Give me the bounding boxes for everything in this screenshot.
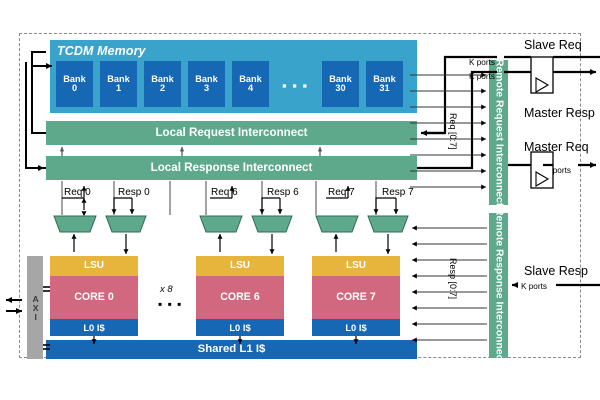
port-label-resp-6: Resp 6 xyxy=(267,187,299,198)
port-label-resp-0: Resp 0 xyxy=(118,187,150,198)
port-label-req-7: Req 7 xyxy=(328,187,355,198)
bank-30-name: Bank xyxy=(329,73,352,84)
axi-label: AXI xyxy=(30,294,41,321)
bank-3-name: Bank xyxy=(195,73,218,84)
core-0-l0-icache: L0 I$ xyxy=(50,319,138,336)
slave-req-label: Slave Req xyxy=(524,38,582,52)
remote-response-interconnect: Remote Response Interconnect xyxy=(489,208,508,363)
remote-response-interconnect-label: Remote Response Interconnect xyxy=(493,207,505,364)
bank-0-index: 0 xyxy=(71,83,78,93)
bank-30: Bank 30 xyxy=(322,61,359,107)
bank-31: Bank 31 xyxy=(366,61,403,107)
k-ports-master-resp-label: K ports xyxy=(469,72,495,81)
port-label-req-6: Req 6 xyxy=(211,187,238,198)
core-0-lsu: LSU xyxy=(50,256,138,276)
bank-2-index: 2 xyxy=(159,83,166,93)
remote-request-interconnect: Remote Request Interconnect xyxy=(489,58,508,207)
core-0-core: CORE 0 xyxy=(50,276,138,319)
port-label-resp-7: Resp 7 xyxy=(382,187,414,198)
bank-30-index: 30 xyxy=(335,83,346,93)
bank-1-name: Bank xyxy=(107,73,130,84)
k-ports-slave-resp-label: K ports xyxy=(521,282,547,291)
bank-3-index: 3 xyxy=(203,83,210,93)
bank-4-index: 4 xyxy=(247,83,254,93)
bank-2-name: Bank xyxy=(151,73,174,84)
core-6-core: CORE 6 xyxy=(196,276,284,319)
core-6-lsu: LSU xyxy=(196,256,284,276)
k-ports-master-req-label: K ports xyxy=(545,166,571,175)
k-ports-slave-req-label: K ports xyxy=(469,58,495,67)
bank-0-name: Bank xyxy=(63,73,86,84)
local-response-interconnect: Local Response Interconnect xyxy=(46,156,417,180)
bank-1: Bank 1 xyxy=(100,61,137,107)
bank-31-index: 31 xyxy=(379,83,390,93)
core-7-lsu: LSU xyxy=(312,256,400,276)
master-resp-label: Master Resp xyxy=(524,106,595,120)
bank-4-name: Bank xyxy=(239,73,262,84)
port-label-req-0: Req 0 xyxy=(64,187,91,198)
core-7-core: CORE 7 xyxy=(312,276,400,319)
slave-resp-label: Slave Resp xyxy=(524,264,588,278)
bank-0: Bank 0 xyxy=(56,61,93,107)
local-request-interconnect: Local Request Interconnect xyxy=(46,121,417,145)
bank-ellipsis: ▪ ▪ ▪ xyxy=(282,78,309,93)
bank-1-index: 1 xyxy=(115,83,122,93)
axi-interface: AXI xyxy=(27,256,43,359)
resp-bus-label: Resp [0:7] xyxy=(448,258,458,300)
master-req-label: Master Req xyxy=(524,140,589,154)
tcdm-title: TCDM Memory xyxy=(57,44,146,58)
core-6-l0-icache: L0 I$ xyxy=(196,319,284,336)
shared-l1-icache: Shared L1 I$ xyxy=(46,340,417,359)
bank-3: Bank 3 xyxy=(188,61,225,107)
req-bus-label: Req [0:7] xyxy=(448,113,458,150)
bank-31-name: Bank xyxy=(373,73,396,84)
core-multiplier-label: x 8 xyxy=(160,284,173,295)
remote-request-interconnect-label: Remote Request Interconnect xyxy=(493,58,505,207)
bank-4: Bank 4 xyxy=(232,61,269,107)
core-ellipsis: ▪ ▪ ▪ xyxy=(158,297,183,311)
bank-2: Bank 2 xyxy=(144,61,181,107)
core-7-l0-icache: L0 I$ xyxy=(312,319,400,336)
